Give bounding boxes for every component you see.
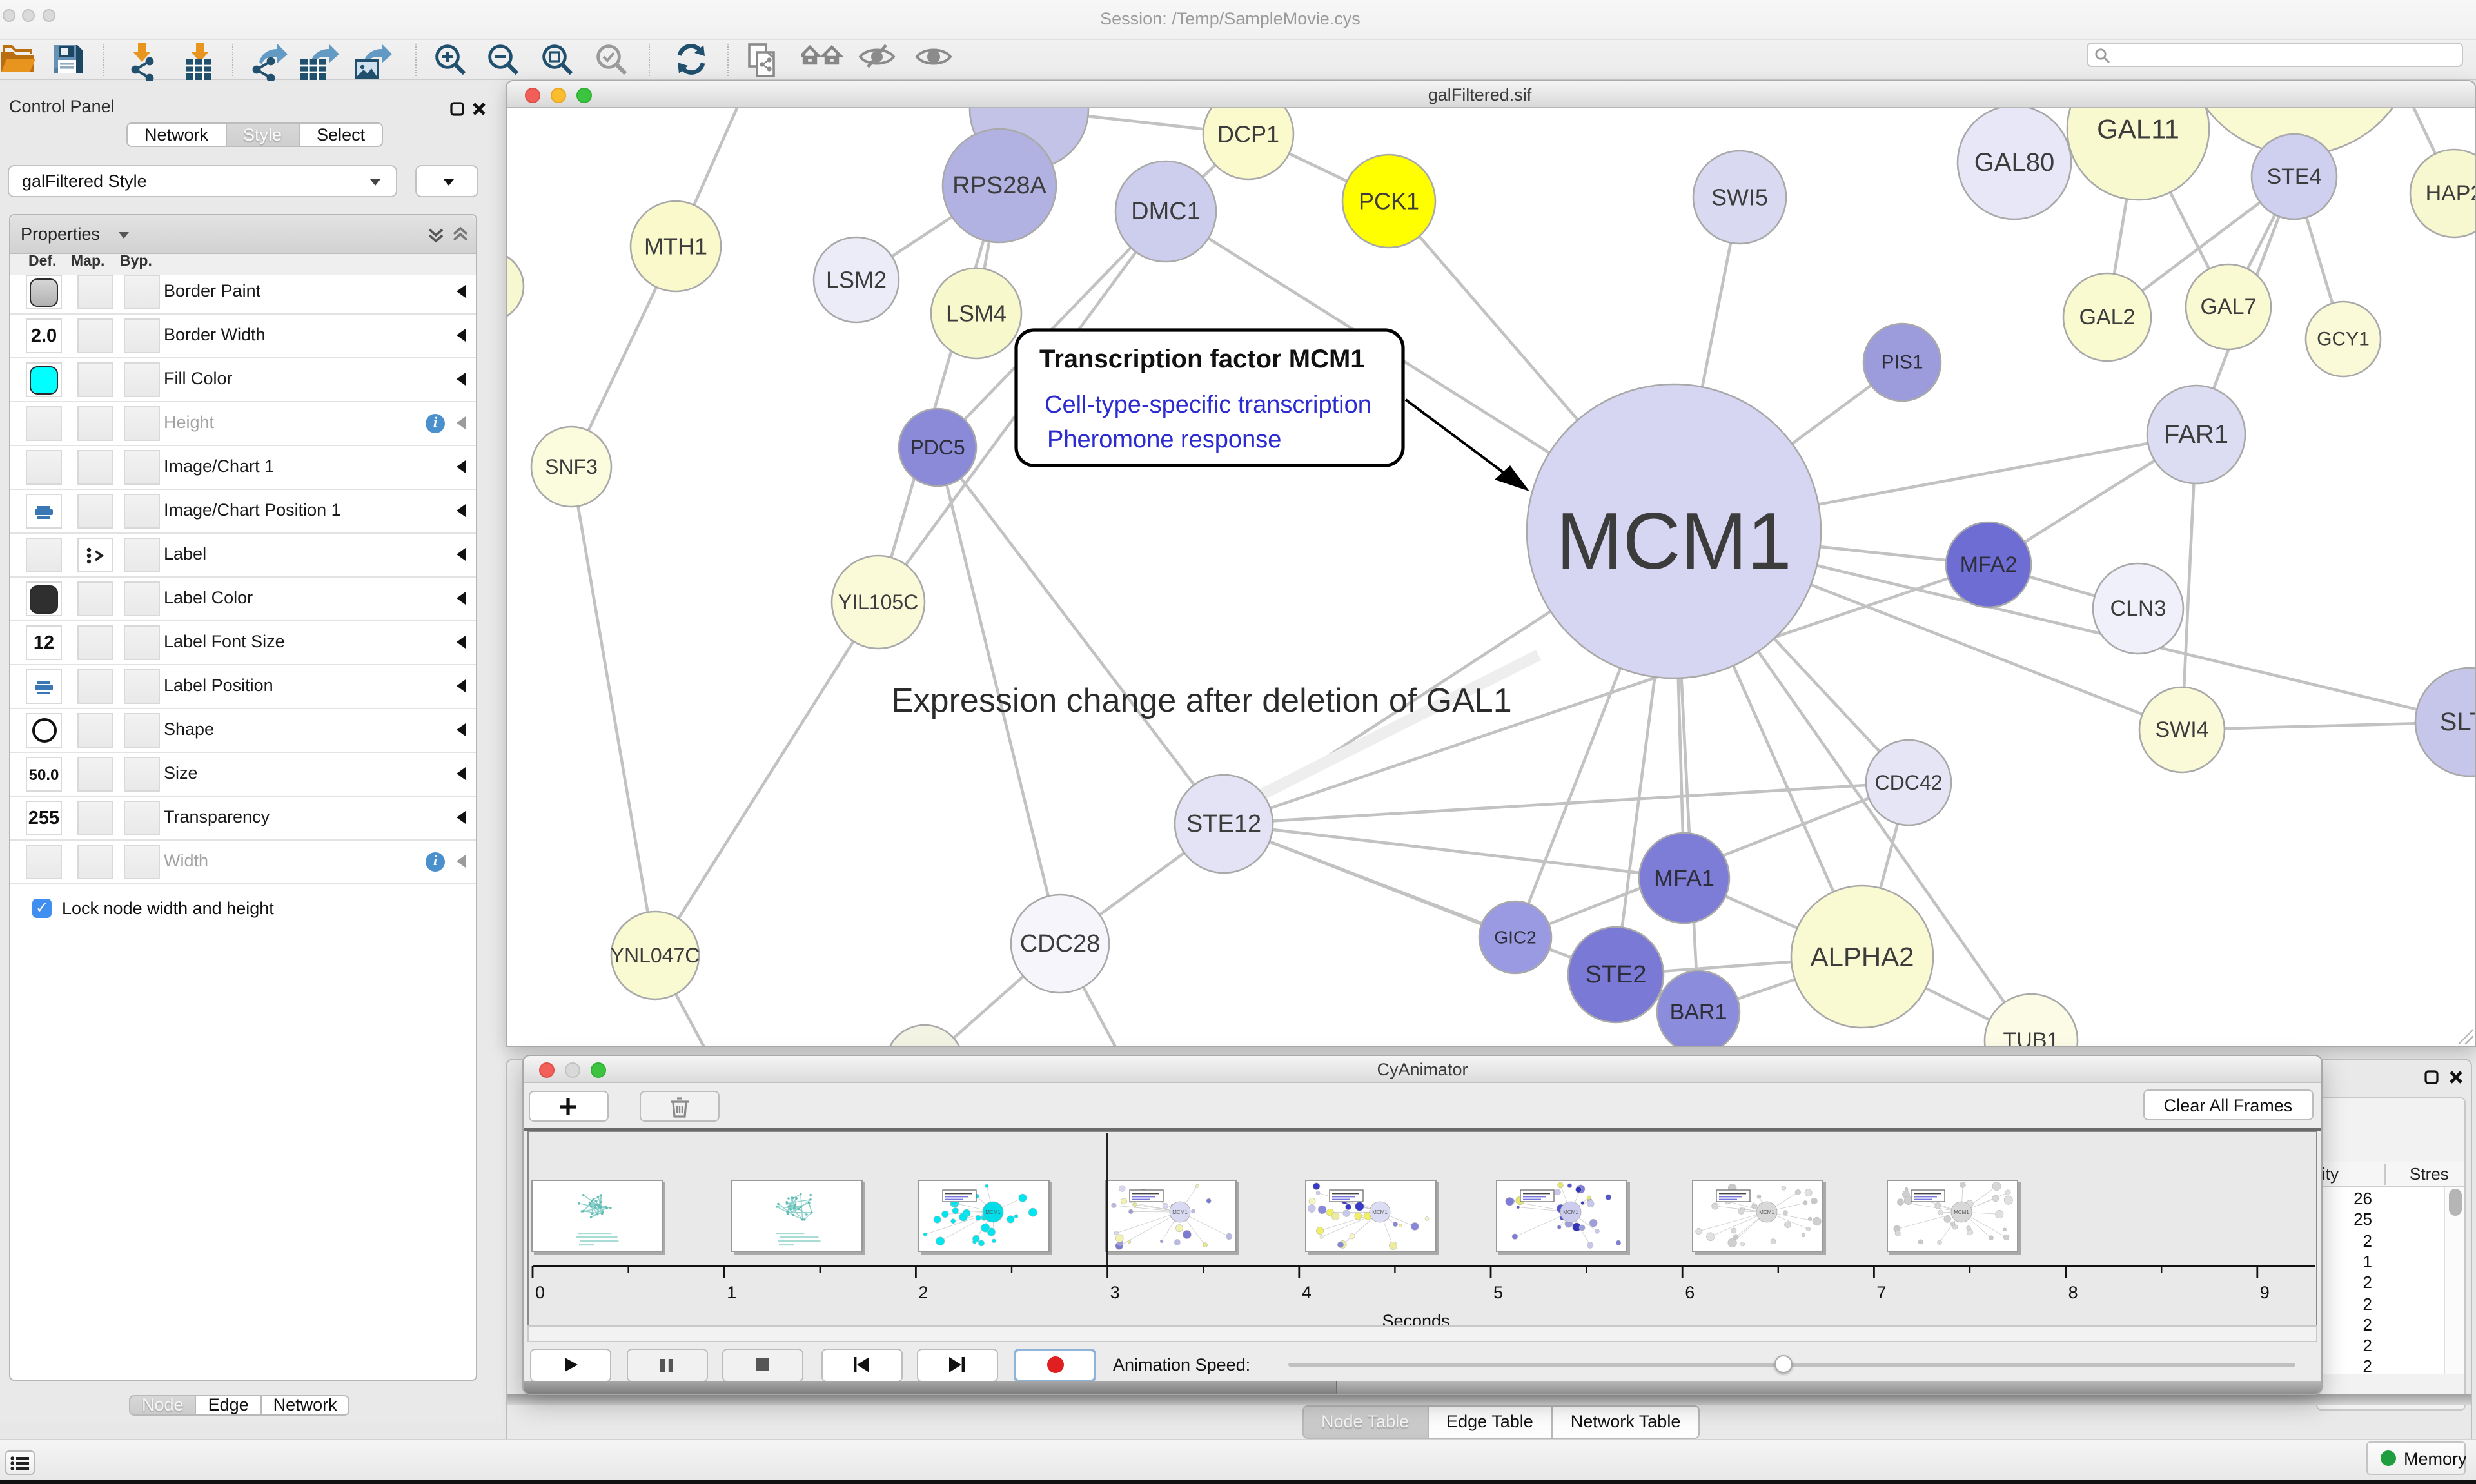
svg-text:MCM1: MCM1 — [1759, 1209, 1774, 1215]
svg-text:PDC5: PDC5 — [909, 436, 964, 459]
svg-text:7: 7 — [1876, 1282, 1886, 1302]
svg-text:Expression change after deleti: Expression change after deletion of GAL1 — [890, 682, 1511, 719]
svg-text:MCM1: MCM1 — [1172, 1209, 1188, 1215]
svg-text:5: 5 — [1493, 1282, 1503, 1302]
svg-text:HAP2: HAP2 — [2425, 181, 2474, 206]
svg-text:YNL047C: YNL047C — [610, 944, 700, 967]
svg-text:MCM1: MCM1 — [1563, 1209, 1578, 1215]
svg-text:FAR1: FAR1 — [2163, 420, 2228, 449]
svg-text:4: 4 — [1302, 1282, 1312, 1302]
svg-text:MCM1: MCM1 — [1555, 497, 1791, 586]
svg-text:GAL7: GAL7 — [2200, 295, 2256, 319]
svg-text:2: 2 — [918, 1282, 928, 1302]
svg-text:Transcription factor MCM1: Transcription factor MCM1 — [1039, 345, 1364, 373]
svg-text:0: 0 — [535, 1282, 545, 1302]
svg-text:LSM2: LSM2 — [825, 267, 886, 293]
svg-text:ALPHA2: ALPHA2 — [1809, 942, 1913, 972]
svg-text:GAL2: GAL2 — [2079, 305, 2135, 329]
svg-text:MFA1: MFA1 — [1653, 865, 1714, 892]
svg-text:9: 9 — [2260, 1282, 2270, 1302]
svg-text:SNF3: SNF3 — [544, 455, 597, 478]
svg-text:TUB1: TUB1 — [2003, 1028, 2059, 1046]
svg-text:DMC1: DMC1 — [1130, 198, 1200, 225]
svg-text:MTH1: MTH1 — [644, 233, 707, 260]
svg-text:CLN3: CLN3 — [2110, 596, 2166, 621]
svg-text:Pheromone response: Pheromone response — [1046, 426, 1281, 453]
svg-text:PCK1: PCK1 — [1358, 188, 1419, 215]
svg-text:SWI4: SWI4 — [2154, 718, 2208, 742]
svg-text:MCM1: MCM1 — [1372, 1209, 1388, 1215]
svg-text:CDC28: CDC28 — [1019, 930, 1100, 957]
svg-text:PIS1: PIS1 — [1880, 352, 1922, 373]
svg-text:GAL11: GAL11 — [2096, 114, 2179, 144]
svg-text:MCM1: MCM1 — [1954, 1209, 1969, 1215]
svg-text:STE2: STE2 — [1584, 961, 1646, 988]
svg-text:Cell-type-specific transcripti: Cell-type-specific transcription — [1044, 391, 1371, 418]
svg-text:SWI5: SWI5 — [1711, 184, 1767, 211]
svg-text:1: 1 — [727, 1282, 736, 1302]
svg-text:6: 6 — [1685, 1282, 1695, 1302]
svg-text:GCY1: GCY1 — [2316, 329, 2369, 350]
svg-text:YIL105C: YIL105C — [838, 591, 918, 614]
svg-text:MFA2: MFA2 — [1960, 552, 2017, 577]
svg-text:MCM1: MCM1 — [985, 1209, 1001, 1215]
svg-text:BAR1: BAR1 — [1669, 1000, 1727, 1024]
svg-text:GIC2: GIC2 — [1493, 928, 1535, 948]
svg-text:SLT2: SLT2 — [2439, 708, 2474, 736]
svg-text:GAL80: GAL80 — [1974, 148, 2054, 177]
svg-text:DCP1: DCP1 — [1217, 121, 1279, 148]
svg-text:3: 3 — [1110, 1282, 1120, 1302]
svg-text:STE12: STE12 — [1186, 810, 1261, 837]
svg-text:STE4: STE4 — [2266, 164, 2321, 189]
svg-text:CDC42: CDC42 — [1874, 771, 1942, 794]
svg-text:LSM4: LSM4 — [945, 300, 1006, 327]
svg-text:8: 8 — [2068, 1282, 2078, 1302]
svg-text:RPS28A: RPS28A — [952, 172, 1046, 199]
